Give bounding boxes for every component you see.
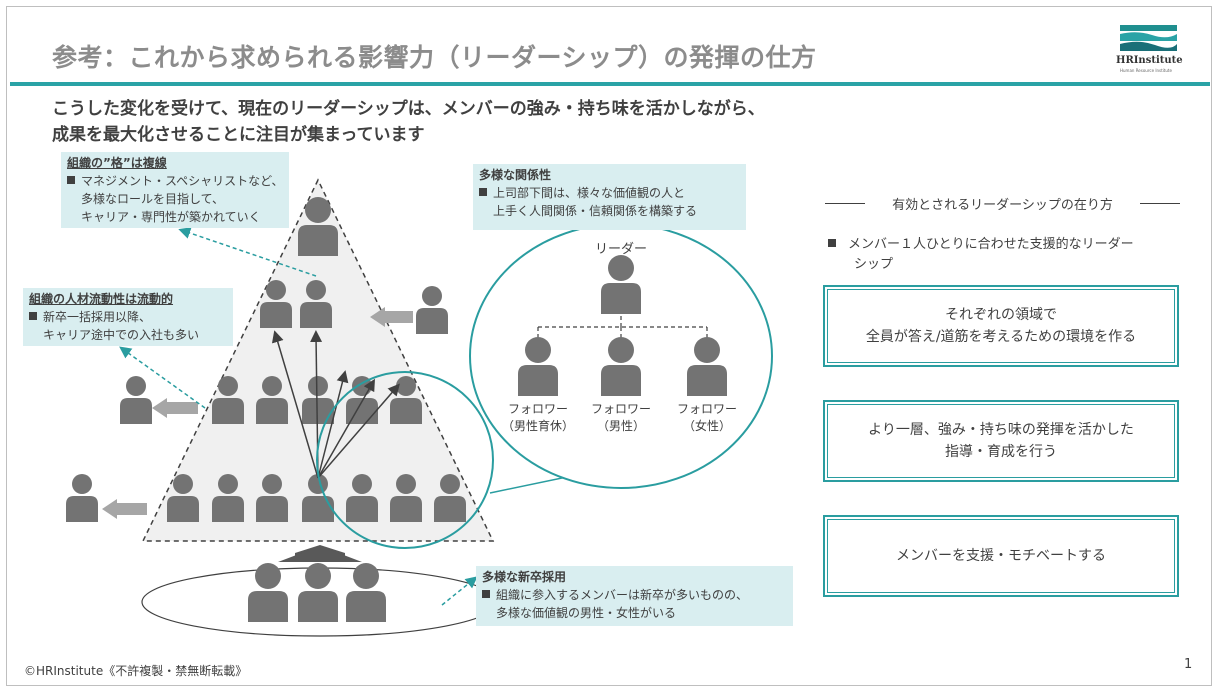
- hrinstitute-logo: [1120, 25, 1177, 51]
- bullet-square-icon: [828, 239, 836, 247]
- callout-org-rank-heading: 組織の”格”は複線: [67, 156, 167, 170]
- follower-1-line-2: （男性育休）: [501, 419, 574, 433]
- follower-2-line-1: フォロワー: [590, 402, 651, 416]
- slide-subtitle: こうした変化を受けて、現在のリーダーシップは、メンバーの強み・持ち味を活かしなが…: [52, 96, 765, 148]
- approach-box-1-line-2: 全員が答え/道筋を考えるための環境を作る: [865, 329, 1137, 345]
- callout-recruit-heading: 多様な新卒採用: [482, 570, 567, 584]
- heading-rule-right: [1140, 203, 1180, 204]
- right-bullet-line-1: メンバー１人ひとりに合わせた支援的なリーダー: [848, 237, 1134, 252]
- follower-label-1: フォロワー （男性育休）: [493, 401, 583, 435]
- bullet-square-icon: [482, 590, 490, 598]
- copyright-notice: ©HRInstitute《不許複製・禁無断転載》: [24, 664, 248, 678]
- subtitle-line-2: 成果を最大化させることに注目が集まっています: [52, 125, 425, 145]
- callout-recruit-text-2: 多様な価値観の男性・女性がいる: [496, 606, 677, 620]
- callout-recruit-text-1: 組織に参入するメンバーは新卒が多いものの、: [496, 588, 749, 602]
- approach-box-2-line-2: 指導・育成を行う: [944, 444, 1057, 460]
- join-arrow-top: [370, 307, 413, 327]
- page-number: 1: [1184, 657, 1193, 672]
- follower-3-line-1: フォロワー: [676, 402, 737, 416]
- callout-recruit: 多様な新卒採用 組織に参入するメンバーは新卒が多いものの、 多様な価値観の男性・…: [476, 566, 793, 626]
- callout-mobility: 組織の人材流動性は流動的 新卒一括採用以降、 キャリア途中での入社も多い: [23, 288, 233, 346]
- approach-box-2-line-1: より一層、強み・持ち味の発揮を活かした: [868, 422, 1134, 438]
- subtitle-line-1: こうした変化を受けて、現在のリーダーシップは、メンバーの強み・持ち味を活かしなが…: [52, 99, 765, 119]
- relation-highlight-circle: [316, 371, 494, 549]
- callout-org-rank: 組織の”格”は複線 マネジメント・スペシャリストなど、 多様なロールを目指して、…: [61, 152, 289, 228]
- approach-box-2: より一層、強み・持ち味の発揮を活かした 指導・育成を行う: [823, 400, 1179, 482]
- right-panel-heading: 有効とされるリーダーシップの在り方: [892, 198, 1113, 213]
- leader-label: リーダー: [594, 242, 647, 257]
- callout-relations-text-2: 上手く人間関係・信頼関係を構築する: [493, 204, 698, 218]
- bullet-square-icon: [479, 188, 487, 196]
- pyramid: [141, 178, 495, 542]
- callout-relations: 多様な関係性 上司部下間は、様々な価値観の人と 上手く人間関係・信頼関係を構築す…: [473, 164, 746, 230]
- bullet-square-icon: [67, 176, 75, 184]
- leave-arrow-mid: [152, 398, 198, 418]
- slide-title: 参考：これから求められる影響力（リーダーシップ）の発揮の仕方: [52, 43, 817, 72]
- right-panel-bullet: メンバー１人ひとりに合わせた支援的なリーダー シップ: [828, 235, 1134, 275]
- follower-1-line-1: フォロワー: [507, 402, 568, 416]
- callout-relations-heading: 多様な関係性: [479, 168, 552, 182]
- callout-org-rank-text-3: キャリア・専門性が築かれていく: [81, 210, 261, 224]
- follower-label-3: フォロワー （女性）: [662, 401, 752, 435]
- logo-subtext: Human Resource Institute: [1120, 68, 1172, 73]
- callout-mobility-text-1: 新卒一括採用以降、: [43, 310, 152, 324]
- callout-org-rank-text-1: マネジメント・スペシャリストなど、: [81, 174, 284, 188]
- approach-box-1: それぞれの領域で 全員が答え/道筋を考えるための環境を作る: [823, 285, 1179, 367]
- follower-3-line-2: （女性）: [682, 419, 731, 433]
- callout-org-rank-text-2: 多様なロールを目指して、: [81, 192, 225, 206]
- follower-label-2: フォロワー （男性）: [576, 401, 666, 435]
- approach-box-1-line-1: それぞれの領域で: [944, 307, 1057, 323]
- slide-frame: [6, 6, 1212, 686]
- bullet-square-icon: [29, 312, 37, 320]
- follower-2-line-2: （男性）: [596, 419, 645, 433]
- leave-arrow-low: [102, 499, 147, 519]
- approach-box-3: メンバーを支援・モチベートする: [823, 515, 1179, 597]
- approach-box-3-line-1: メンバーを支援・モチベートする: [896, 548, 1106, 564]
- callout-mobility-text-2: キャリア途中での入社も多い: [43, 328, 200, 342]
- callout-relations-text-1: 上司部下間は、様々な価値観の人と: [493, 186, 686, 200]
- right-bullet-line-2: シップ: [854, 257, 894, 272]
- heading-rule-left: [825, 203, 865, 204]
- title-underline: [10, 82, 1210, 86]
- logo-text: HRInstitute: [1116, 55, 1183, 66]
- callout-mobility-heading: 組織の人材流動性は流動的: [29, 292, 174, 306]
